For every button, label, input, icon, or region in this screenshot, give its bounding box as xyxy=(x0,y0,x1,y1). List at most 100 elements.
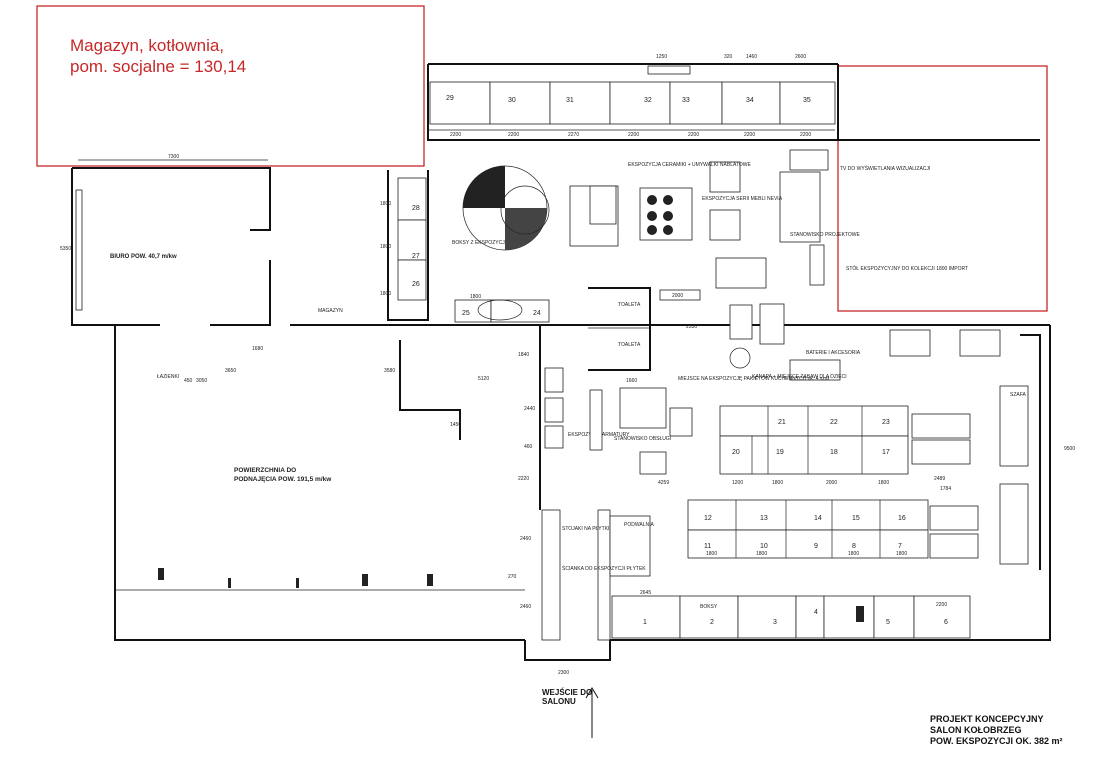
entrance-line-2: SALONU xyxy=(542,697,576,706)
box-28: 28 xyxy=(412,205,420,212)
box-19: 19 xyxy=(776,449,784,456)
label-kanapa: KANAPA + MIEJSCE ZABAW DLA DZIECI xyxy=(752,374,847,380)
box-32: 32 xyxy=(644,97,652,104)
label-stojaki: STOJAKI NA PŁYTKI xyxy=(562,526,609,532)
entrance-line-1: WEJŚCIE DO xyxy=(542,688,593,697)
dim-2460: 2460 xyxy=(520,536,531,542)
dim-row-3: 2270 xyxy=(568,132,579,138)
dim-2200-bottom: 2200 xyxy=(936,602,947,608)
box-25: 25 xyxy=(462,310,470,317)
box-23: 23 xyxy=(882,419,890,426)
dim-left-a: 1800 xyxy=(380,201,391,207)
dim-row-1800d: 1800 xyxy=(896,551,907,557)
dim-3650: 3650 xyxy=(225,368,236,374)
dim-row-1: 2200 xyxy=(450,132,461,138)
dim-top-3: 1460 xyxy=(746,54,757,60)
title-block: PROJEKT KONCEPCYJNY SALON KOŁOBRZEG POW.… xyxy=(930,714,1063,747)
entrance-arrow-icon xyxy=(585,687,599,738)
box-11: 11 xyxy=(704,543,711,550)
dim-2440: 2440 xyxy=(524,406,535,412)
box-17: 17 xyxy=(882,449,890,456)
label-miejsce-kuchenne: MIEJSCE NA EKSPOZYCJĘ PAKIETÓW KUCHENNYC… xyxy=(678,375,830,382)
room-biuro: BIURO POW. 40,7 m/kw xyxy=(110,254,177,260)
dim-2530: 2530 xyxy=(686,324,697,330)
box-30: 30 xyxy=(508,97,516,104)
dim-460: 460 xyxy=(524,444,533,450)
label-stanowisko-projektowe: STANOWISKO PROJEKTOWE xyxy=(790,232,860,238)
armature-column xyxy=(544,367,603,451)
box-22: 22 xyxy=(830,419,838,426)
box-18: 18 xyxy=(830,449,838,456)
label-ekspozycja-serii: EKSPOZYCJA SERII MEBLI NEVIA xyxy=(702,196,783,202)
dim-1450: 1450 xyxy=(450,422,461,428)
dim-biuro-height: 5350 xyxy=(60,246,71,252)
dim-row-7: 2200 xyxy=(800,132,811,138)
box-16: 16 xyxy=(898,515,906,522)
box-2: 2 xyxy=(710,619,714,626)
dim-row-5: 2200 xyxy=(688,132,699,138)
dim-1840: 1840 xyxy=(518,352,529,358)
box-10: 10 xyxy=(760,543,768,550)
dim-2220: 2220 xyxy=(518,476,529,482)
area-annotation: Magazyn, kotłownia, pom. socjalne = 130,… xyxy=(70,35,246,77)
box-26: 26 xyxy=(412,281,420,288)
dim-1784: 1784 xyxy=(940,486,951,492)
box-29: 29 xyxy=(446,95,454,102)
dim-1660: 1660 xyxy=(626,378,637,384)
annotation-line-2: pom. socjalne = 130,14 xyxy=(70,57,247,76)
dim-left-b: 1800 xyxy=(380,244,391,250)
showroom-furniture xyxy=(462,149,841,475)
middle-upper-boxes xyxy=(719,405,909,475)
dim-1680: 1680 xyxy=(252,346,263,352)
toilet-block xyxy=(588,287,701,371)
label-magazyn: MAGAZYN xyxy=(318,308,343,314)
entrance-label: WEJŚCIE DO SALONU xyxy=(542,688,592,706)
box-35: 35 xyxy=(803,97,811,104)
dim-2489: 2489 xyxy=(934,476,945,482)
right-stacks xyxy=(889,329,1029,565)
bottom-box-row xyxy=(611,595,971,639)
box-3: 3 xyxy=(773,619,777,626)
dim-270: 270 xyxy=(508,574,517,580)
top-box-row xyxy=(428,65,836,131)
box-21: 21 xyxy=(778,419,786,426)
left-box-column xyxy=(397,177,550,323)
dim-2460b: 2460 xyxy=(520,604,531,610)
box-27: 27 xyxy=(412,253,420,260)
label-boksy-ekspozycja: BOKSY Z EKSPOZYCJĄ KABIN xyxy=(452,240,525,246)
box-20: 20 xyxy=(732,449,740,456)
box-33: 33 xyxy=(682,97,690,104)
box-34: 34 xyxy=(746,97,754,104)
dim-top-2: 320 xyxy=(724,54,733,60)
dim-row-2: 2200 xyxy=(508,132,519,138)
box-15: 15 xyxy=(852,515,860,522)
dim-left-c: 1800 xyxy=(380,291,391,297)
box-13: 13 xyxy=(760,515,768,522)
dim-1800-mid: 1800 xyxy=(470,294,481,300)
box-12: 12 xyxy=(704,515,712,522)
box-6: 6 xyxy=(944,619,948,626)
box-24: 24 xyxy=(533,310,541,317)
annotation-frame-left xyxy=(36,5,425,167)
dim-row-1800c: 1800 xyxy=(848,551,859,557)
box-4: 4 xyxy=(814,609,818,616)
dim-3050: 3050 xyxy=(196,378,207,384)
outer-walls xyxy=(71,63,1051,661)
dim-450: 450 xyxy=(184,378,193,384)
dim-row-1200a: 1200 xyxy=(732,480,743,486)
dim-row-4: 2200 xyxy=(628,132,639,138)
dim-row-1800b: 1800 xyxy=(756,551,767,557)
tile-stands xyxy=(541,509,651,641)
label-podwalnia: PODWALNIA xyxy=(624,522,654,528)
dim-row-1800a: 1800 xyxy=(706,551,717,557)
label-lazienki: ŁAZIENKI xyxy=(157,374,179,380)
label-stanowisko-obslugi: STANOWISKO OBSŁUGI xyxy=(614,436,671,442)
box-7: 7 xyxy=(898,543,902,550)
dim-top-1: 1250 xyxy=(656,54,667,60)
title-line-2: SALON KOŁOBRZEG xyxy=(930,725,1022,735)
middle-lower-boxes xyxy=(687,499,929,559)
pillars xyxy=(158,568,433,588)
dim-row-1200b: 1800 xyxy=(772,480,783,486)
label-toaleta-1: TOALETA xyxy=(618,302,641,308)
box-8: 8 xyxy=(852,543,856,550)
